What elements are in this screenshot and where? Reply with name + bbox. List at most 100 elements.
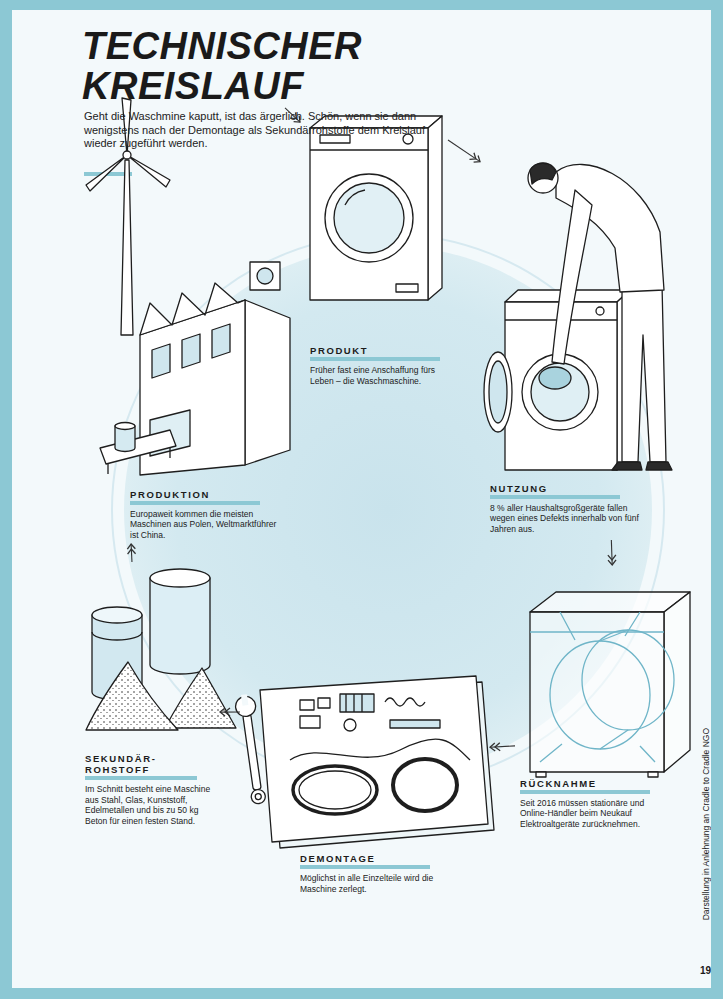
disassembly-illustration: [241, 694, 248, 706]
factory-illustration: [86, 98, 290, 475]
washing-machine-illustration: [345, 190, 365, 205]
source-note: Darstellung in Anlehnung an Cradle to Cr…: [701, 728, 711, 920]
washing-machine-illustration: [320, 135, 350, 143]
disassembly-illustration: [300, 716, 320, 728]
factory-illustration: [127, 155, 170, 187]
flow-arrow: [220, 711, 240, 712]
stage-text: NUTZUNG8 % aller Haushaltsgroßgeräte fal…: [490, 483, 640, 535]
returned-machine-illustration: [536, 772, 546, 777]
disassembly-illustration: [260, 676, 488, 842]
laundry-scene-illustration: [522, 354, 598, 430]
intro-text: Geht die Waschmine kaputt, ist das ärger…: [84, 110, 429, 151]
stage-description: 8 % aller Haushaltsgroßgeräte fallen weg…: [490, 503, 640, 535]
laundry-scene-illustration: [612, 462, 642, 470]
laundry-scene-illustration: [530, 163, 556, 184]
returned-machine-illustration: [550, 641, 650, 749]
raw-material-illustration: [86, 569, 236, 730]
stage-description: Möglichst in alle Einzelteile wird die M…: [300, 873, 440, 894]
factory-illustration: [115, 423, 135, 430]
returned-machine-illustration: [530, 612, 674, 762]
returned-machine-illustration: [582, 630, 674, 730]
disassembly-illustration: [243, 714, 261, 790]
factory-illustration: [152, 344, 170, 378]
flow-arrow: [448, 140, 480, 162]
returned-machine-illustration: [648, 772, 658, 777]
washing-machine-illustration: [334, 183, 404, 253]
returned-machine-illustration: [540, 744, 655, 762]
returned-machine-illustration: [530, 592, 690, 612]
laundry-scene-illustration: [646, 462, 672, 470]
factory-illustration: [86, 155, 127, 191]
laundry-scene-illustration: [528, 163, 558, 193]
stage-text: PRODUKTION Europaweit kommen die meisten …: [130, 489, 282, 541]
stage-node: NUTZUNG8 % aller Haushaltsgroßgeräte fal…: [480, 100, 665, 540]
raw-material-illustration: [150, 569, 210, 587]
disassembly-illustration: [255, 793, 262, 800]
laundry-scene-illustration: [484, 163, 672, 470]
factory-illustration: [257, 268, 273, 284]
factory-illustration: [182, 334, 200, 368]
factory-illustration: [123, 151, 131, 159]
factory-illustration: [245, 300, 290, 465]
page-number: 19: [700, 965, 711, 976]
page-panel: [12, 10, 711, 988]
stage-description: Europaweit kommen die meisten Maschinen …: [130, 509, 282, 541]
stage-node: PRODUKTION Europaweit kommen die meisten …: [95, 92, 285, 544]
factory-illustration: [169, 447, 170, 458]
disassembly-illustration: [299, 771, 371, 809]
disassembly-illustration: [250, 789, 266, 805]
flow-arrow: [131, 544, 133, 562]
washing-machine-illustration: [325, 174, 413, 262]
washing-machine-illustration: [428, 116, 442, 300]
returned-machine-illustration: [530, 592, 690, 777]
stage-text: DEMONTAGEMöglichst in alle Einzelteile w…: [300, 853, 440, 894]
stage-heading: PRODUKT: [310, 345, 440, 361]
raw-material-illustration: [165, 668, 236, 728]
raw-material-illustration: [92, 607, 142, 623]
disassembly-illustration: [385, 698, 425, 706]
disassembly-illustration: [293, 766, 377, 814]
laundry-scene-illustration: [539, 367, 571, 389]
returned-machine-illustration: [560, 612, 640, 640]
washing-machine-illustration: [310, 116, 442, 300]
raw-material-illustration: [92, 632, 142, 640]
title: TECHNISCHER KREISLAUF: [82, 26, 402, 106]
disassembly-illustration: [393, 759, 457, 811]
stage-heading: PRODUKTION: [130, 489, 260, 505]
returned-machine-illustration: [600, 730, 628, 749]
stage-heading: SEKUNDÄR- ROHSTOFF: [85, 753, 197, 780]
stage-node: RÜCKNAHME Seit 2016 müssen stationäre und…: [515, 565, 695, 835]
raw-material-illustration: [150, 578, 210, 674]
returned-machine-illustration: [530, 631, 664, 632]
laundry-scene-illustration: [531, 363, 589, 421]
disassembly-illustration: [346, 694, 362, 712]
stage-description: Seit 2016 müssen stationäre und Online-H…: [520, 798, 670, 830]
disassembly-illustration: [234, 676, 494, 848]
factory-illustration: [250, 262, 280, 290]
stage-text: RÜCKNAHME Seit 2016 müssen stationäre und…: [520, 778, 670, 830]
stage-node: DEMONTAGEMöglichst in alle Einzelteile w…: [240, 665, 490, 900]
stage-heading: RÜCKNAHME: [520, 778, 650, 794]
washing-machine-illustration: [310, 128, 428, 300]
laundry-scene-illustration: [622, 284, 666, 462]
disassembly-illustration: [318, 698, 330, 708]
disassembly-illustration: [390, 720, 440, 728]
washing-machine-illustration: [396, 284, 418, 292]
laundry-scene-illustration: [596, 307, 604, 315]
disassembly-illustration: [340, 694, 374, 712]
flow-arrow: [611, 540, 613, 565]
stage-description: Im Schnitt besteht eine Maschine aus Sta…: [85, 784, 217, 826]
factory-illustration: [212, 324, 230, 358]
returned-machine-illustration: [530, 612, 664, 772]
stage-node: SEKUNDÄR- ROHSTOFF Im Schnitt besteht ein…: [78, 562, 220, 830]
disassembly-illustration: [344, 719, 356, 731]
factory-illustration: [107, 463, 108, 474]
stage-node: PRODUKTFrüher fast eine Anschaffung fürs…: [300, 112, 448, 392]
laundry-scene-illustration: [484, 352, 512, 432]
laundry-scene-illustration: [489, 361, 507, 423]
factory-illustration: [121, 160, 133, 335]
